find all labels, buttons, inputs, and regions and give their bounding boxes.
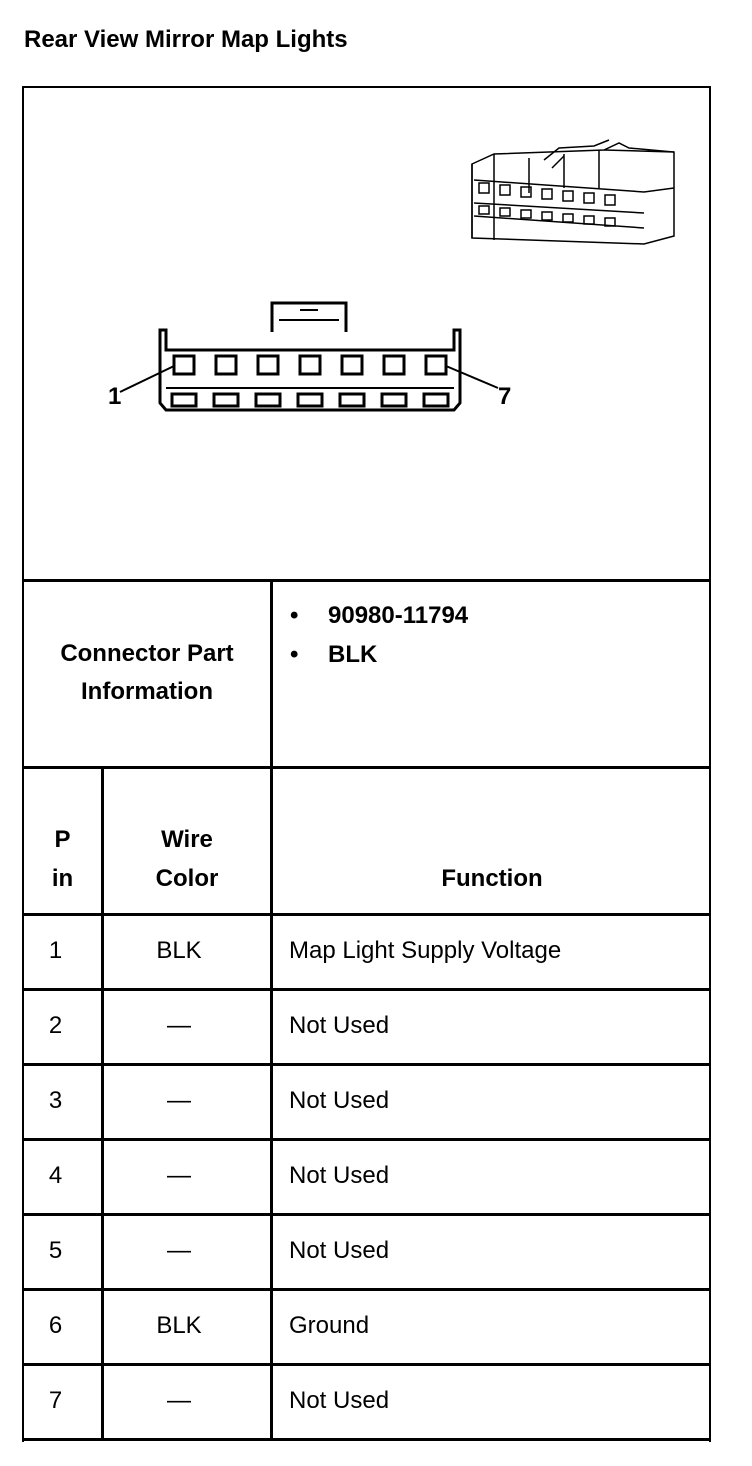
- header-pin-2: in: [51, 865, 74, 892]
- header-function: Function: [441, 865, 543, 892]
- connector-table-frame: [22, 86, 711, 1442]
- wire-cell: —: [167, 1012, 191, 1039]
- function-cell: Not Used: [289, 1387, 390, 1414]
- function-cell: Ground: [289, 1312, 370, 1339]
- connector-3d-icon: [471, 139, 675, 245]
- connector-info-list: •90980-11794 •BLK: [290, 600, 468, 678]
- pin-cell: 3: [48, 1087, 63, 1114]
- divider: [22, 579, 711, 582]
- function-cell: Not Used: [289, 1012, 390, 1039]
- divider: [22, 913, 711, 916]
- wire-cell: BLK: [156, 937, 202, 964]
- pin-7-label: 7: [498, 383, 511, 410]
- pin-cell: 2: [48, 1012, 63, 1039]
- wire-cell: —: [167, 1237, 191, 1264]
- pin-cell: 7: [48, 1387, 63, 1414]
- divider: [22, 1213, 711, 1216]
- pin-cell: 6: [48, 1312, 63, 1339]
- header-pin-1: P: [54, 826, 71, 853]
- wire-cell: —: [167, 1162, 191, 1189]
- column-divider: [101, 766, 104, 1441]
- function-cell: Map Light Supply Voltage: [289, 937, 562, 964]
- part-number: 90980-11794: [328, 602, 469, 629]
- list-item: •BLK: [290, 641, 378, 668]
- divider: [22, 1363, 711, 1366]
- connector-color: BLK: [328, 641, 378, 668]
- page-title: Rear View Mirror Map Lights: [24, 26, 348, 53]
- pin-1-label: 1: [108, 383, 121, 410]
- wire-cell: —: [167, 1387, 191, 1414]
- divider: [22, 1063, 711, 1066]
- column-divider: [270, 579, 273, 1441]
- wire-cell: —: [167, 1087, 191, 1114]
- header-wire-1: Wire: [161, 826, 213, 853]
- wire-cell: BLK: [156, 1312, 202, 1339]
- connector-face-icon: [158, 301, 462, 412]
- function-cell: Not Used: [289, 1087, 390, 1114]
- connector-diagram: 1 7: [108, 139, 675, 412]
- divider: [22, 1438, 711, 1441]
- function-cell: Not Used: [289, 1237, 390, 1264]
- divider: [22, 766, 711, 769]
- connector-cavities: [170, 354, 450, 408]
- divider: [22, 1288, 711, 1291]
- connector-info-label-2: Information: [81, 678, 213, 705]
- pin-cell: 4: [48, 1162, 63, 1189]
- divider: [22, 988, 711, 991]
- connector-info-label-1: Connector Part: [60, 640, 234, 667]
- pin-cell: 5: [48, 1237, 63, 1264]
- list-item: •90980-11794: [290, 602, 469, 629]
- header-wire-2: Color: [155, 865, 219, 892]
- function-cell: Not Used: [289, 1162, 390, 1189]
- divider: [22, 1138, 711, 1141]
- pin-cell: 1: [48, 937, 63, 964]
